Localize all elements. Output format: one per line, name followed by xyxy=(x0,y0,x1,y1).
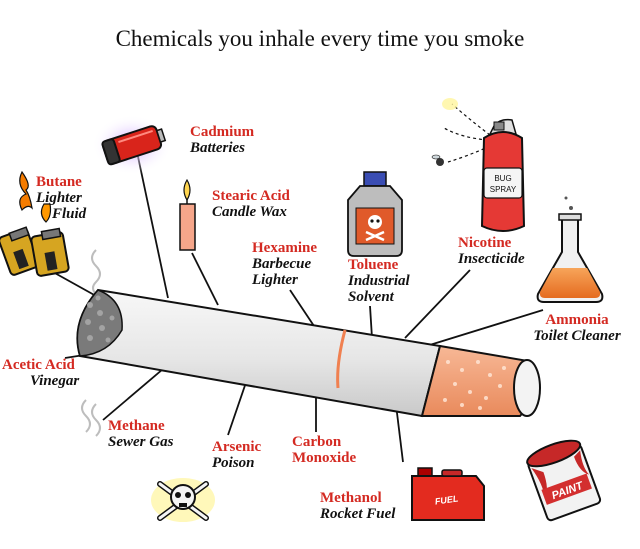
chemical-name: Methane xyxy=(108,418,165,434)
chemical-use: Rocket Fuel xyxy=(320,505,396,522)
label-acetic-acid: Acetic Acid Vinegar xyxy=(2,357,80,390)
chemical-use-line-2: Fluid xyxy=(52,205,87,222)
chemical-name: Stearic Acid xyxy=(212,188,290,204)
label-carbon-monoxide: Carbon Monoxide xyxy=(292,434,357,467)
chemical-use: Vinegar xyxy=(30,372,80,389)
battery-icon xyxy=(92,115,172,175)
label-methanol: Methanol Rocket Fuel xyxy=(320,490,396,523)
chemical-use: Sewer Gas xyxy=(108,433,174,450)
fuel-can-label: FUEL xyxy=(434,493,459,506)
label-arsenic: Arsenic Poison xyxy=(212,439,262,472)
chemical-name: Acetic Acid xyxy=(2,357,75,373)
smoke-wisps xyxy=(81,249,101,437)
label-butane: Butane Lighter Fluid xyxy=(36,174,87,222)
flask-icon xyxy=(536,196,604,303)
fuel-can-icon: FUEL xyxy=(411,467,485,521)
chemical-use-line-2: Solvent xyxy=(348,288,394,305)
label-hexamine: Hexamine Barbecue Lighter xyxy=(252,240,317,288)
lighters-icon xyxy=(0,170,70,277)
chemical-name: Cadmium xyxy=(190,124,255,140)
label-cadmium: Cadmium Batteries xyxy=(190,124,255,157)
label-ammonia: Ammonia Toilet Cleaner xyxy=(522,312,632,345)
page-title: Chemicals you inhale every time you smok… xyxy=(115,26,525,51)
chemical-name: Ammonia xyxy=(545,312,609,328)
chemical-name: Butane xyxy=(36,174,82,190)
solvent-bottle-icon xyxy=(347,171,403,257)
chemical-use: Insecticide xyxy=(458,250,525,267)
candle-icon xyxy=(179,178,196,251)
chemical-use: Batteries xyxy=(190,139,245,156)
chemical-name: Toluene xyxy=(348,257,399,273)
label-methane: Methane Sewer Gas xyxy=(108,418,174,451)
bug-spray-can-icon: BUG SPRAY xyxy=(431,98,526,232)
chemical-name-line-2: Monoxide xyxy=(292,449,357,466)
chemical-name: Hexamine xyxy=(252,240,317,256)
chemical-use-line-1: Lighter xyxy=(36,189,82,206)
label-toluene: Toluene Industrial Solvent xyxy=(348,257,410,305)
label-stearic-acid: Stearic Acid Candle Wax xyxy=(212,188,290,221)
chemical-name-line-1: Carbon xyxy=(292,434,342,450)
chemical-use-line-1: Industrial xyxy=(348,272,410,289)
cigarette-icon xyxy=(76,288,541,418)
label-nicotine: Nicotine Insecticide xyxy=(458,235,525,268)
bug-spray-label-line-2: SPRAY xyxy=(490,185,517,194)
skull-label-icon xyxy=(365,215,385,242)
chemical-use: Candle Wax xyxy=(212,203,287,220)
skull-crossbones-icon xyxy=(151,478,215,522)
chemical-name: Nicotine xyxy=(458,235,512,251)
chemical-name: Methanol xyxy=(320,490,382,506)
chemical-use: Toilet Cleaner xyxy=(533,327,621,344)
chemical-use-line-1: Barbecue xyxy=(252,255,312,272)
chemical-use: Poison xyxy=(212,454,255,471)
paint-can-icon: PAINT xyxy=(526,439,602,522)
chemical-name: Arsenic xyxy=(212,439,262,455)
bug-spray-label-line-1: BUG xyxy=(494,174,511,183)
chemical-use-line-2: Lighter xyxy=(252,271,298,288)
